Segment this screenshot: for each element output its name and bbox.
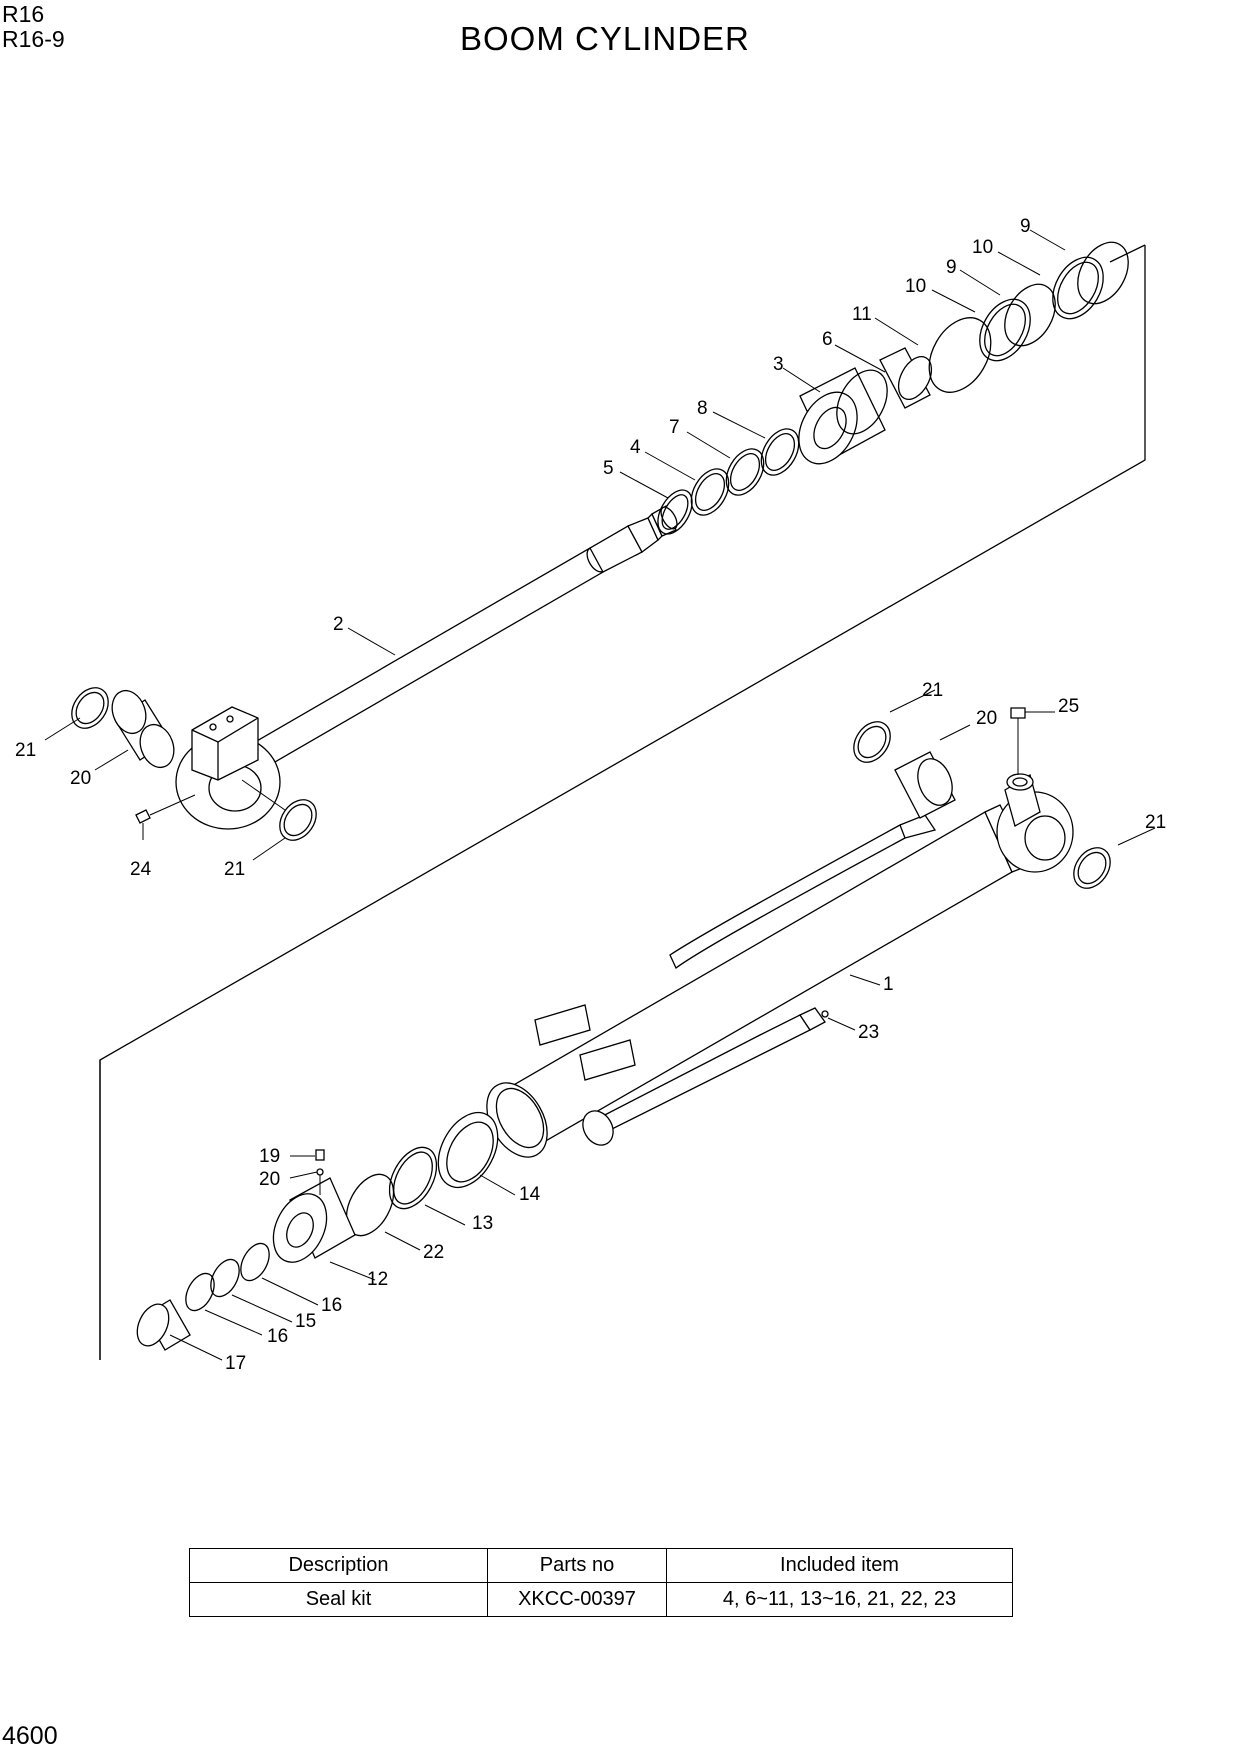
- callout-label: 9: [946, 257, 957, 278]
- callout-label: 25: [1058, 696, 1079, 717]
- callout-label: 9: [1020, 216, 1031, 237]
- cell-parts-no: XKCC-00397: [487, 1582, 667, 1617]
- callout-label: 21: [224, 859, 245, 880]
- callout-label: 1: [883, 974, 894, 995]
- callout-label: 23: [858, 1022, 879, 1043]
- callout-label: 16: [267, 1326, 288, 1347]
- callout-label: 3: [773, 354, 784, 375]
- callout-label: 4: [630, 437, 641, 458]
- callout-label: 10: [905, 276, 926, 297]
- table-header-row: Description Parts no Included item: [189, 1548, 1013, 1583]
- cell-included-item: 4, 6~11, 13~16, 21, 22, 23: [666, 1582, 1013, 1617]
- callout-label: 12: [367, 1269, 388, 1290]
- callout-label: 2: [333, 614, 344, 635]
- column-header-parts-no: Parts no: [487, 1548, 667, 1583]
- callout-label: 15: [295, 1311, 316, 1332]
- callout-label: 13: [472, 1213, 493, 1234]
- callout-label: 20: [259, 1169, 280, 1190]
- page-number: 4600: [2, 1722, 58, 1750]
- callout-label: 5: [603, 458, 614, 479]
- callout-label: 20: [976, 708, 997, 729]
- seal-kit-table: Description Parts no Included item Seal …: [189, 1548, 1013, 1617]
- callout-label: 14: [519, 1184, 541, 1205]
- column-header-description: Description: [189, 1548, 488, 1583]
- callout-label: 21: [922, 680, 943, 701]
- page-title: BOOM CYLINDER: [460, 20, 750, 57]
- callout-label: 21: [1145, 812, 1166, 833]
- callout-label: 24: [130, 859, 152, 880]
- callout-label: 11: [852, 304, 872, 325]
- callout-label: 16: [321, 1295, 342, 1316]
- callout-label: 10: [972, 237, 993, 258]
- callout-label: 21: [15, 740, 36, 761]
- callout-label: 8: [697, 398, 708, 419]
- cell-description: Seal kit: [189, 1582, 488, 1617]
- column-header-included-item: Included item: [666, 1548, 1013, 1583]
- table-row: Seal kit XKCC-00397 4, 6~11, 13~16, 21, …: [189, 1582, 1013, 1617]
- callout-label: 17: [225, 1353, 246, 1374]
- callout-label: 22: [423, 1242, 444, 1263]
- callout-label: 20: [70, 768, 91, 789]
- callout-label: 6: [822, 329, 833, 350]
- callout-label: 7: [669, 417, 680, 438]
- model-code: R16: [2, 1, 45, 27]
- model-variant: R16-9: [2, 26, 65, 52]
- callout-label: 19: [259, 1146, 280, 1167]
